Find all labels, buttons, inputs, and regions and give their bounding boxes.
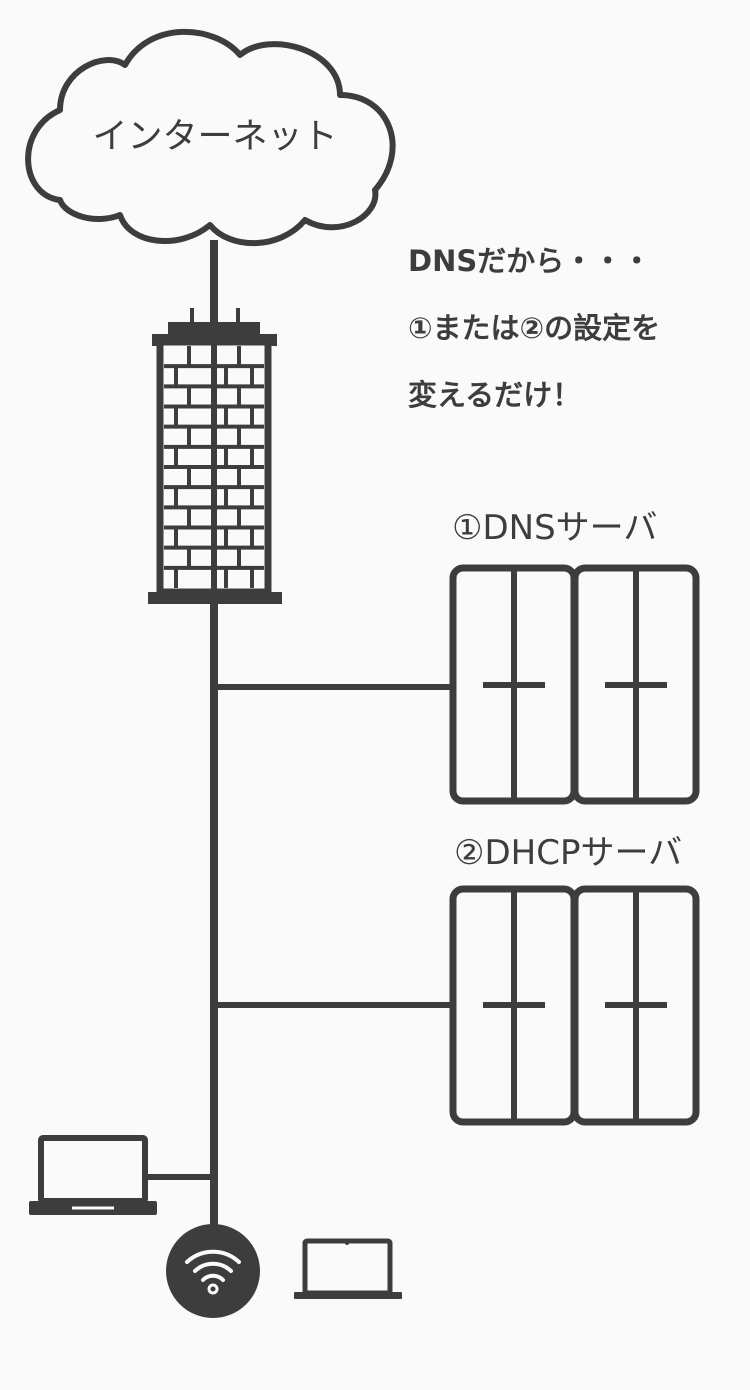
cloud-icon — [25, 28, 396, 247]
dns-server-label: ①DNSサーバ — [452, 508, 658, 548]
wifi-router-icon — [166, 1224, 260, 1318]
note-line-2: ①または②の設定を — [408, 311, 661, 345]
internet-label: インターネット — [92, 117, 338, 157]
laptop-icon — [29, 1135, 157, 1215]
note-line-1: DNSだから・・・ — [408, 244, 652, 278]
dhcp-server-label: ②DHCPサーバ — [454, 833, 683, 873]
wireless-laptop-icon — [294, 1238, 402, 1299]
dhcp-server-icon — [449, 885, 700, 1126]
firewall-icon — [148, 308, 282, 604]
dns-server-icon — [449, 564, 700, 805]
note-line-3: 変えるだけ！ — [408, 378, 582, 412]
